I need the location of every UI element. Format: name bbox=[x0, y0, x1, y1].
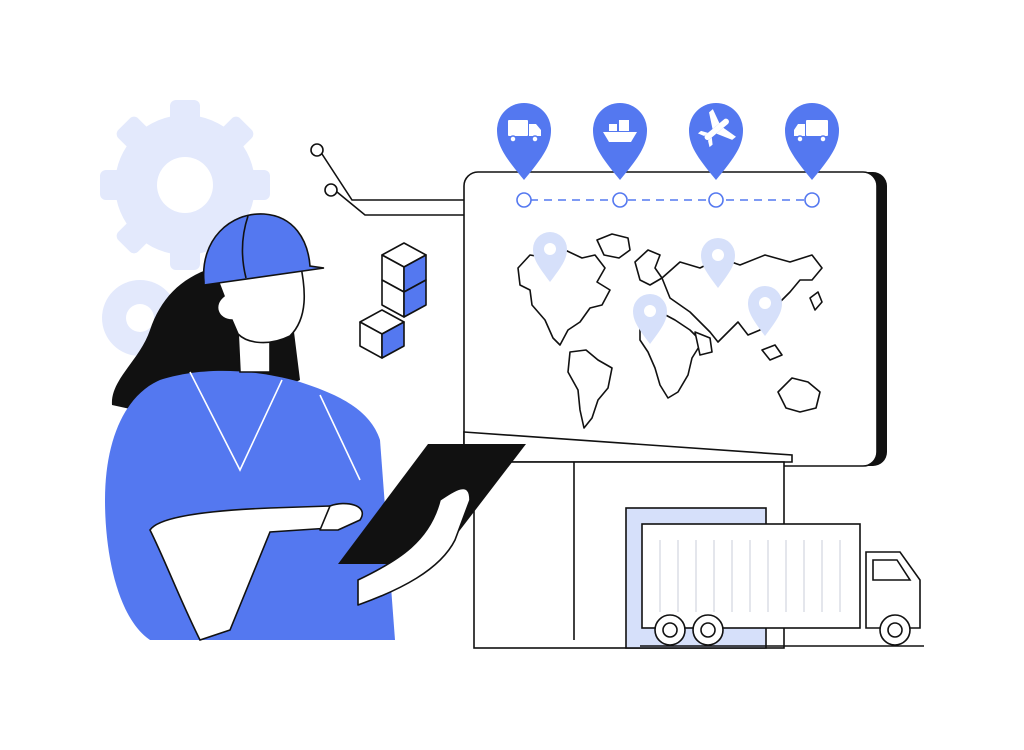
circuit-lines bbox=[310, 143, 465, 216]
map-pin-icon bbox=[633, 294, 667, 344]
map-markers bbox=[533, 232, 782, 344]
map-pin-icon bbox=[748, 286, 782, 336]
airplane-icon bbox=[697, 109, 736, 148]
map-board bbox=[463, 171, 887, 467]
map-pin-icon bbox=[533, 232, 567, 282]
face bbox=[212, 261, 306, 344]
worker bbox=[105, 213, 395, 641]
route-pin-truck bbox=[497, 103, 551, 180]
route-line bbox=[516, 192, 820, 208]
truck-vehicle bbox=[640, 523, 924, 647]
route-pin-truck bbox=[785, 103, 839, 180]
hard-hat-icon bbox=[202, 213, 325, 286]
ship-icon bbox=[603, 120, 637, 142]
route-node bbox=[516, 192, 532, 208]
route-node bbox=[708, 192, 724, 208]
cubes-icon bbox=[359, 242, 427, 359]
hands bbox=[319, 487, 471, 606]
route-node bbox=[612, 192, 628, 208]
route-pin-airplane bbox=[689, 103, 743, 180]
map-pin-icon bbox=[701, 238, 735, 288]
tablet-device bbox=[338, 444, 526, 564]
truck-icon bbox=[794, 120, 828, 143]
route-node bbox=[804, 192, 820, 208]
truck-icon bbox=[508, 120, 541, 143]
route-pin-ship bbox=[593, 103, 647, 180]
